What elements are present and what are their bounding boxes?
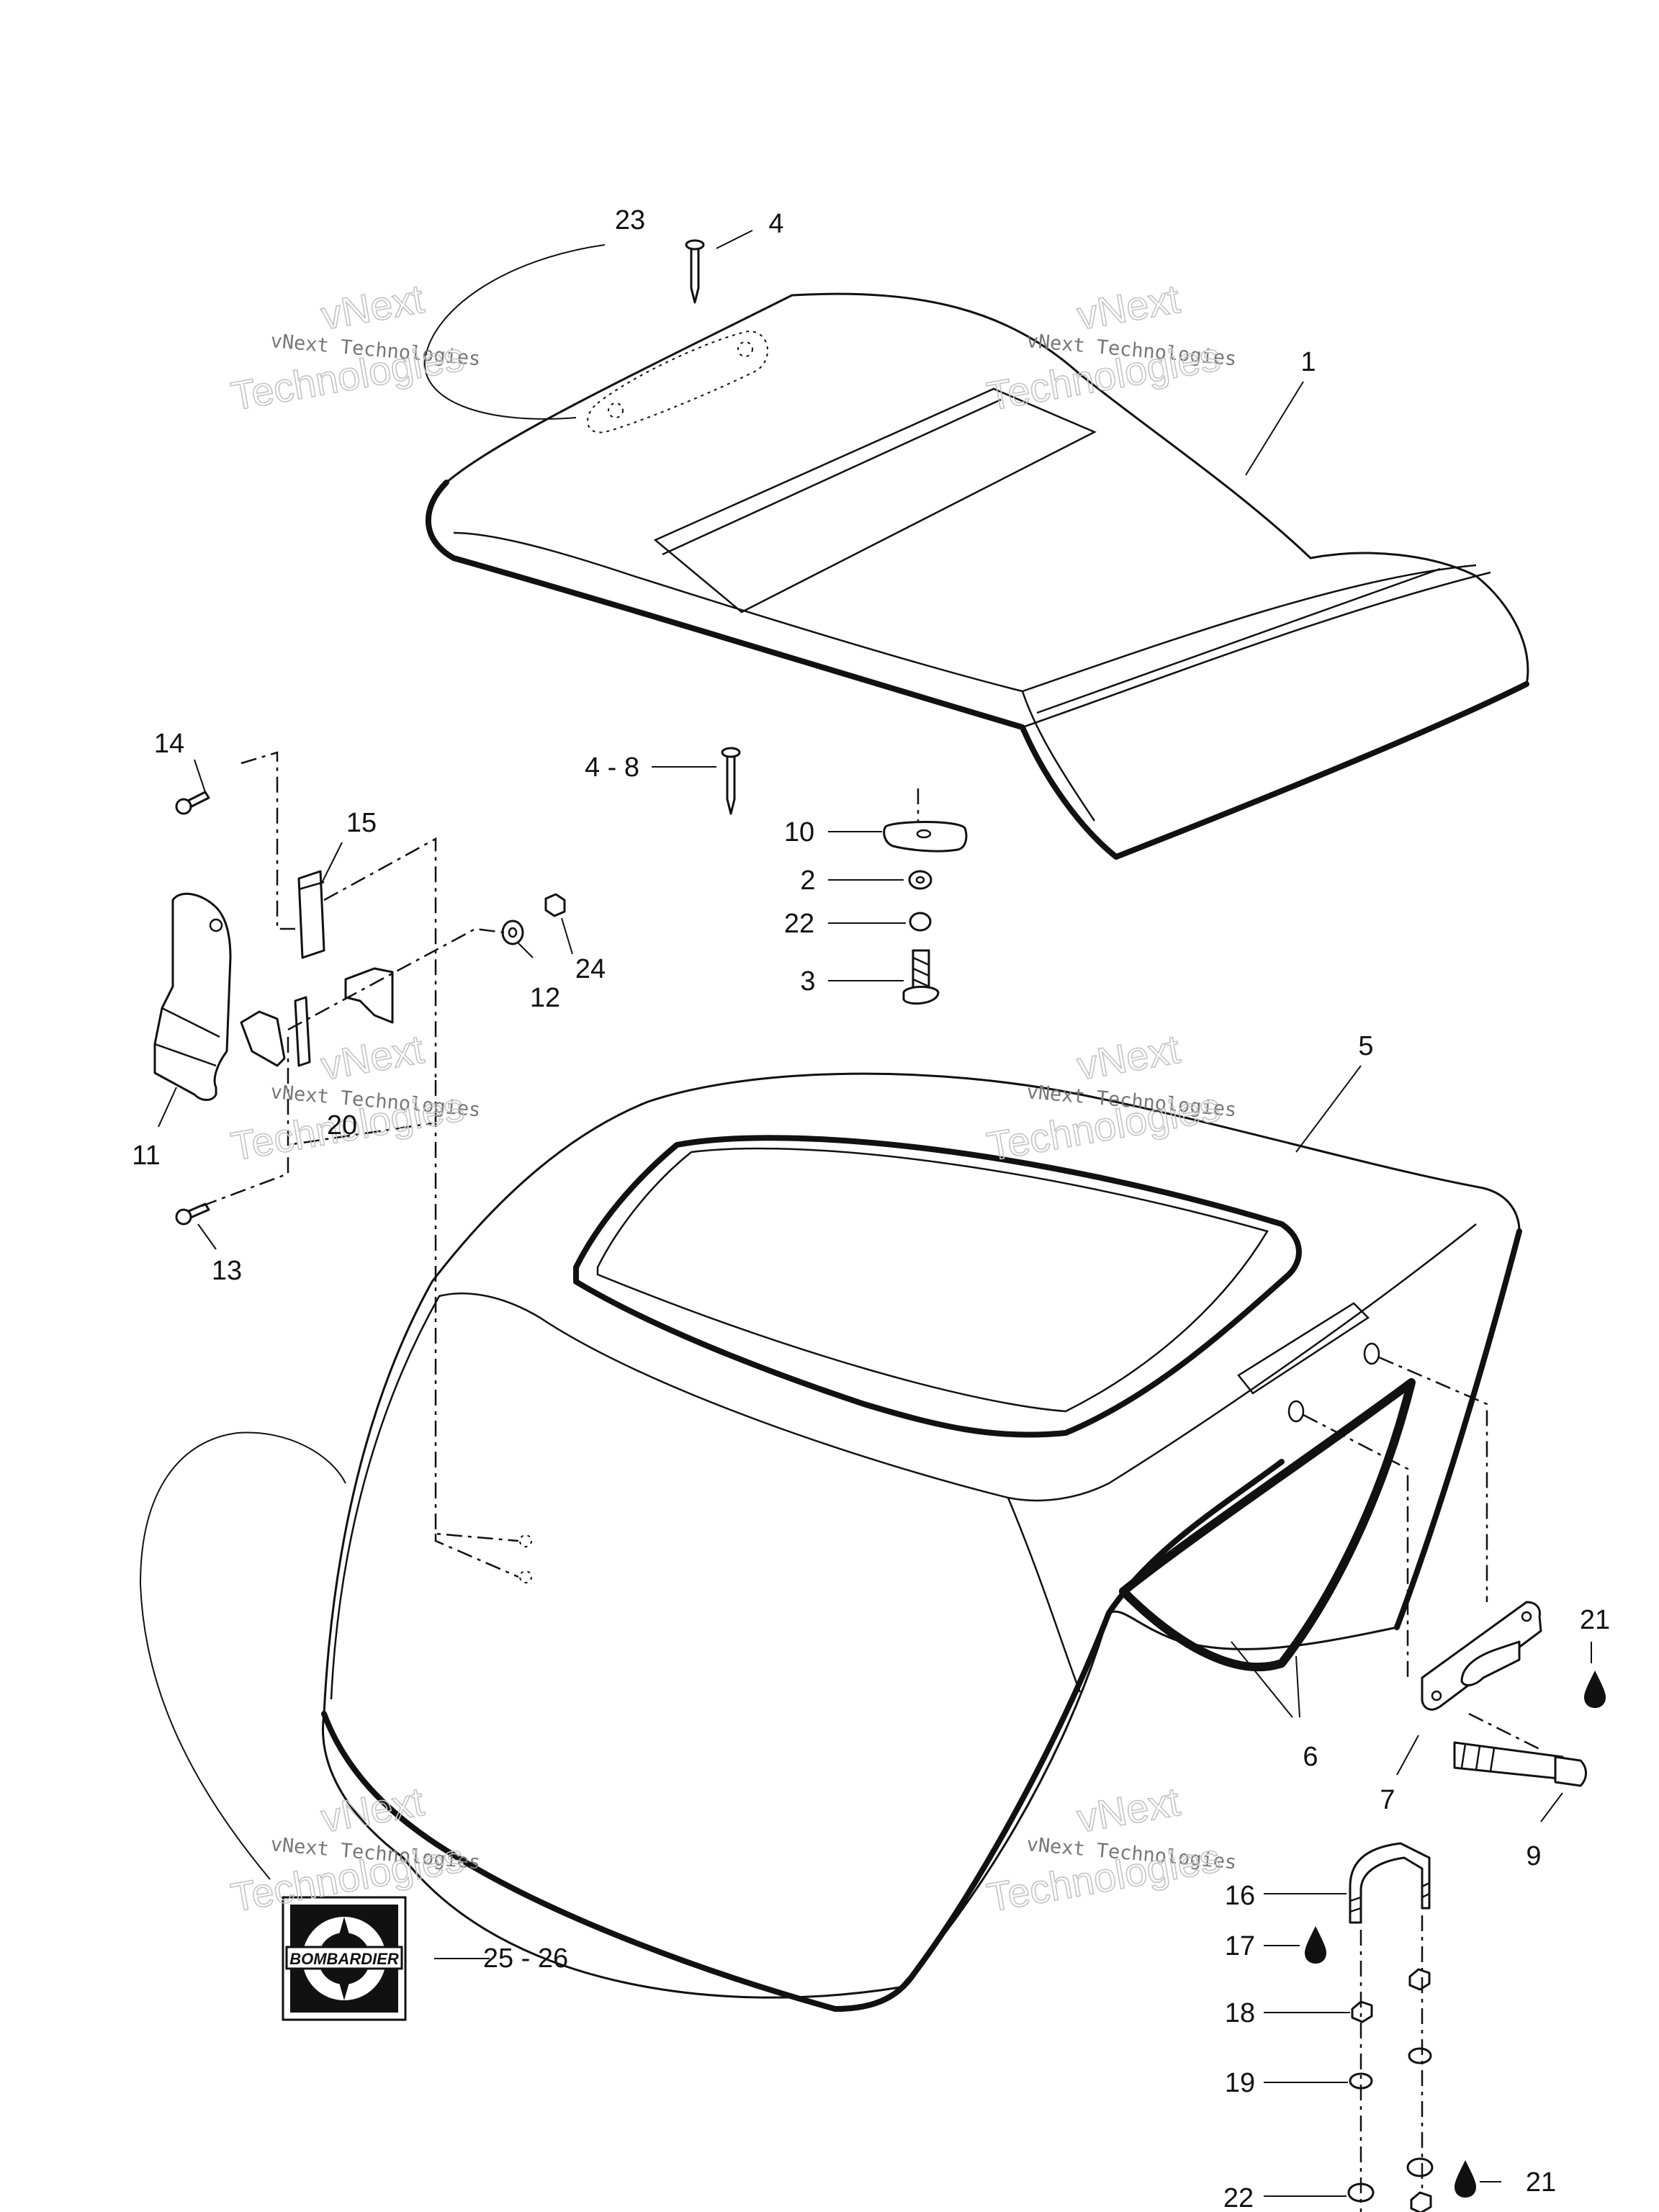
callout-21: 21 (1526, 2167, 1556, 2198)
callout-23: 23 (615, 205, 645, 235)
hinge-hardware (1303, 1356, 1606, 2212)
callout-16: 16 (1225, 1881, 1255, 1911)
callout-17: 17 (1225, 1931, 1255, 1961)
callout-10: 10 (784, 817, 814, 848)
seat-hardware (721, 747, 968, 1005)
watermark-text: vNext (318, 1026, 427, 1089)
callout-20: 20 (327, 1110, 357, 1141)
callout-11: 11 (132, 1141, 160, 1171)
drop-icon (1584, 1671, 1606, 1708)
drop-icon (1455, 2160, 1476, 2198)
callout-7: 7 (1380, 1785, 1395, 1815)
callout-13: 13 (212, 1256, 242, 1286)
callout-9: 9 (1526, 1841, 1541, 1871)
callout-22: 22 (784, 909, 814, 939)
callout-1: 1 (1300, 347, 1316, 377)
bombardier-logo-text: BOMBARDIER (289, 1950, 399, 1968)
callout-6: 6 (1303, 1742, 1318, 1772)
watermark-text: vNext (1074, 1026, 1183, 1089)
latch-assembly (153, 751, 566, 1583)
leader-lines (139, 230, 1592, 2197)
hood-part (321, 1072, 1522, 2012)
callout-labels: 23 4 1 4 - 8 10 2 22 3 14 15 12 24 11 20… (132, 205, 1610, 2212)
callout-24: 24 (575, 954, 606, 984)
seat-part (425, 239, 1529, 860)
callout-12: 12 (530, 983, 560, 1013)
callout-4: 4 (768, 209, 783, 239)
callout-15: 15 (346, 808, 377, 838)
callout-2: 2 (800, 866, 815, 896)
drop-icon (1305, 1926, 1326, 1964)
callout-14: 14 (154, 729, 184, 759)
callout-5: 5 (1358, 1031, 1373, 1061)
watermark-text: vNext (1074, 1779, 1183, 1841)
callout-19: 19 (1225, 2068, 1255, 2098)
callout-4-8: 4 - 8 (585, 752, 639, 783)
callout-25-26: 25 - 26 (483, 1943, 568, 1974)
watermark-text: vNext (1074, 276, 1183, 338)
callout-3: 3 (800, 966, 815, 997)
callout-22: 22 (1223, 2183, 1254, 2212)
watermark-text: vNext (318, 276, 427, 338)
callout-21: 21 (1580, 1605, 1610, 1635)
callout-18: 18 (1225, 1998, 1255, 2028)
bombardier-logo: BOMBARDIER (282, 1896, 407, 2021)
